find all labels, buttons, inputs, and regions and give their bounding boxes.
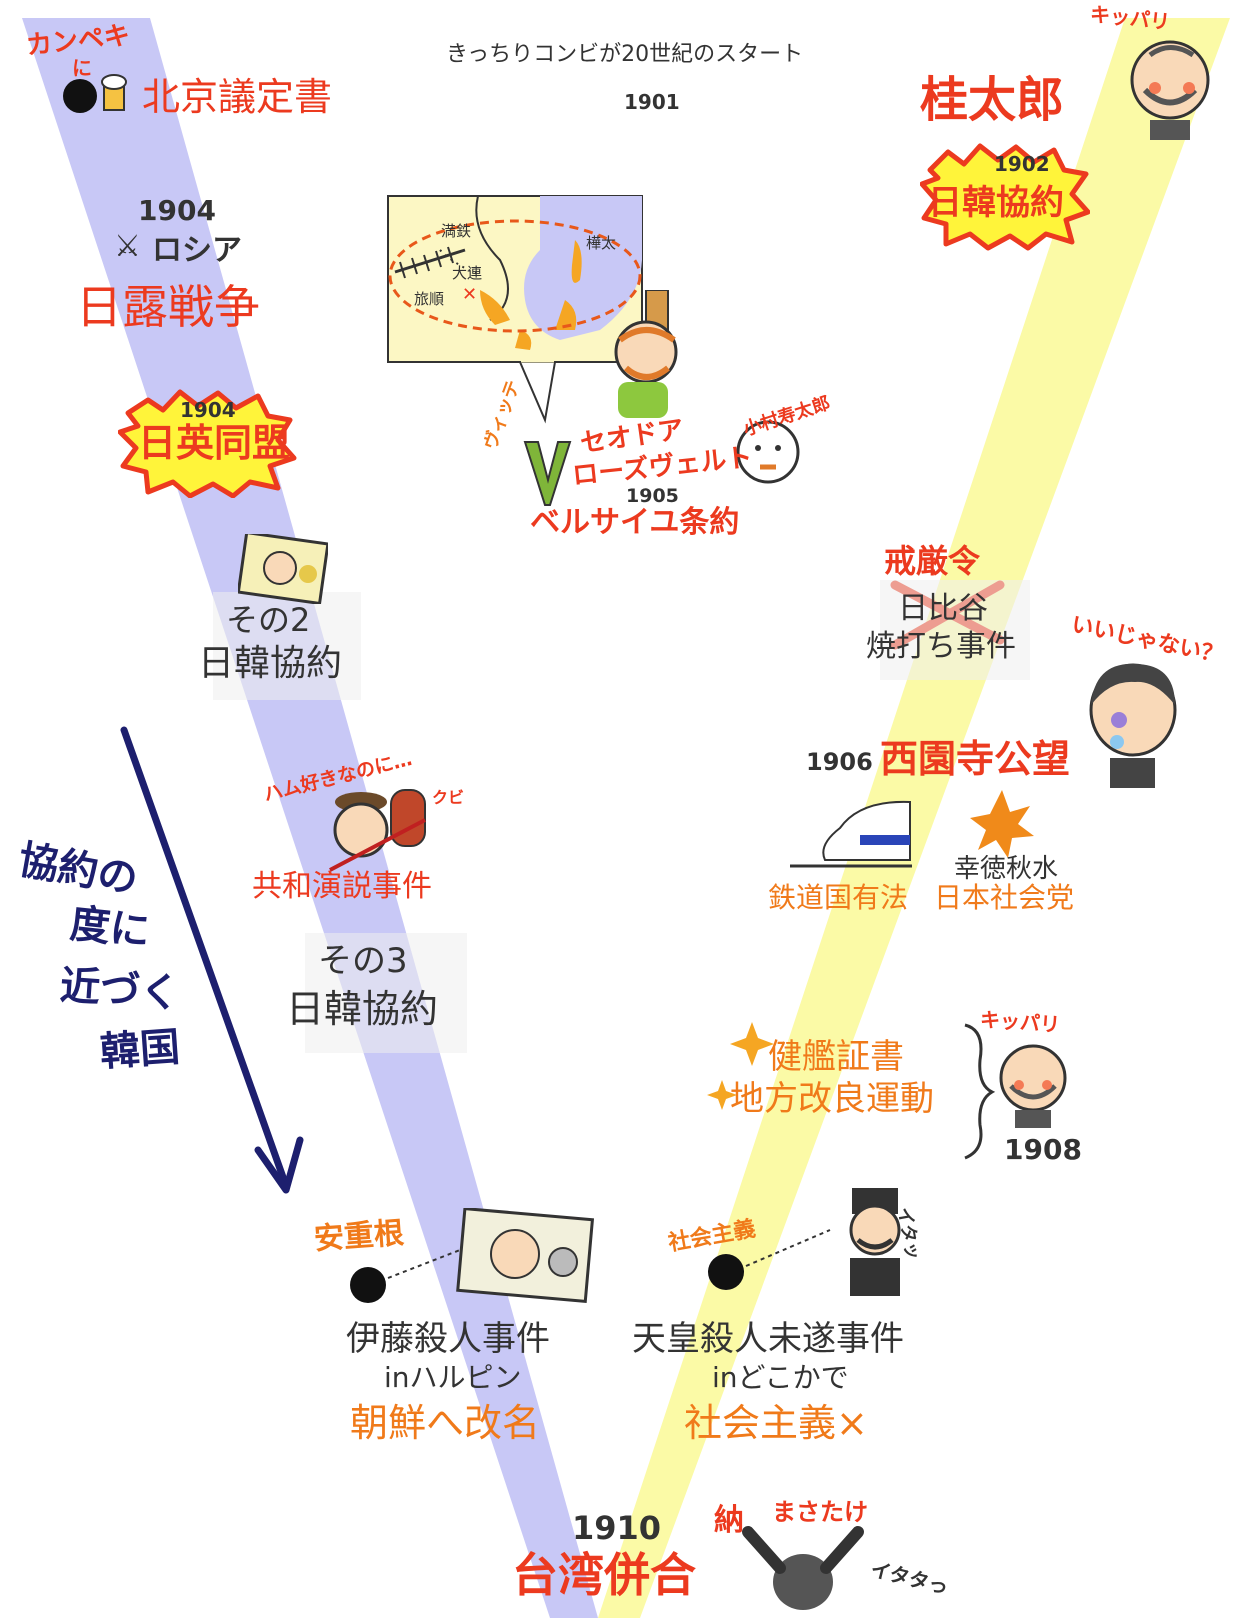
annexation-label: 台湾併合 (512, 1548, 696, 1602)
kenkan-label: 健艦証書 (768, 1037, 904, 1077)
treaty2-paper (213, 592, 361, 700)
republic-speech-incident: 共和演説事件 (252, 869, 432, 904)
an-jung-geun: 安重根 (312, 1215, 406, 1258)
crossed-swords-icon: ⚔ (114, 229, 141, 264)
page-subtitle: きっちりコンビが20世紀のスタート (446, 42, 804, 67)
map-karafuto: 樺太 (586, 234, 617, 252)
down-arrow (120, 726, 304, 1194)
map-mantetsu: 満鉄 (441, 222, 472, 240)
maple-leaf (970, 790, 1034, 858)
saionji-name: 西園寺公望 (880, 737, 1071, 781)
saionji-year: 1906 (806, 748, 873, 776)
alliance-burst (118, 389, 297, 498)
alliance-label: 日英同盟 (138, 421, 291, 465)
arrow-note-2: 度に (67, 900, 153, 956)
hibiya-line2: 焼打ち事件 (866, 629, 1016, 664)
year-1910: 1910 (572, 1509, 662, 1547)
kubi-label: クビ (432, 788, 465, 807)
japan-band (598, 18, 1230, 1618)
sparkle (707, 1080, 737, 1110)
emperor-incident: 天皇殺人未遂事件 (632, 1319, 904, 1359)
ham-portrait (329, 789, 426, 872)
in-harbin: inハルピン (384, 1361, 522, 1394)
treaty1-year: 1902 (994, 152, 1050, 176)
in-somewhere: inどこかで (712, 1361, 849, 1394)
war-year: 1904 (138, 194, 216, 227)
map-cross-icon: ✕ (462, 284, 478, 305)
martial-law: 戒厳令 (884, 542, 981, 580)
katsura-name: 桂太郎 (920, 72, 1065, 128)
treaty1-burst (920, 143, 1090, 251)
brace (964, 1023, 996, 1160)
masatake-label: まさたけ (772, 1498, 868, 1526)
ito-incident: 伊藤殺人事件 (346, 1319, 550, 1359)
start-year: 1901 (624, 90, 680, 114)
beer-icon (101, 74, 127, 111)
treaty2-line1: その2 (226, 601, 311, 639)
treaty3-line2: 日韓協約 (286, 987, 439, 1031)
socialist-party: 日本社会党 (934, 881, 1075, 914)
beijing-protocol: 北京議定書 (142, 75, 333, 119)
sparkle (730, 1022, 774, 1066)
saionji-portrait (1089, 663, 1177, 788)
katsura-portrait (1130, 40, 1210, 140)
arrow-note-4: 韓国 (98, 1024, 182, 1076)
arrow-note-3: 近づく (58, 962, 182, 1018)
treaty3-paper (305, 933, 467, 1053)
map-illustration (387, 195, 643, 424)
bomb (350, 1267, 386, 1303)
treaty2-line2: 日韓協約 (198, 643, 343, 684)
shinkansen-train (790, 800, 912, 868)
year-1908: 1908 (1004, 1133, 1082, 1166)
roosevelt-portrait (614, 290, 678, 418)
alliance-year: 1904 (180, 398, 236, 422)
map-ryojun: 旅順 (414, 290, 445, 308)
versailles-year: 1905 (626, 485, 679, 507)
emperor-portrait (849, 1188, 901, 1296)
russia-label: ロシア (152, 233, 242, 268)
versailles-treaty: ベルサイユ条約 (530, 505, 740, 540)
socialism-ban: 社会主義× (684, 1401, 868, 1445)
chiho-label: 地方改良運動 (730, 1079, 934, 1119)
victory-v-icon (523, 441, 572, 506)
kippari-mid: キッパリ (979, 1007, 1061, 1037)
hibiya-line1: 日比谷 (898, 591, 988, 626)
rename-korea: 朝鮮へ改名 (350, 1401, 541, 1445)
bomb (63, 79, 97, 113)
hibiya-paper (880, 580, 1030, 680)
treaty3-line1: その3 (318, 941, 408, 981)
ni-label: に (72, 56, 92, 80)
bomb (708, 1254, 744, 1290)
nattou-label: 納 (714, 1503, 744, 1538)
komura-portrait (736, 420, 800, 484)
ito-banknote-large (456, 1208, 595, 1304)
railway-law: 鉄道国有法 (768, 881, 909, 914)
ito-banknote (238, 534, 328, 604)
katsura-portrait-small (999, 1044, 1067, 1128)
russojapanese-war: 日露戦争 (76, 280, 260, 334)
kotoku-label: 幸徳秋水 (954, 854, 1059, 884)
treaty1-label: 日韓協約 (928, 183, 1064, 223)
map-dairen: 大連 (452, 264, 483, 282)
masatake-portrait (742, 1526, 864, 1610)
